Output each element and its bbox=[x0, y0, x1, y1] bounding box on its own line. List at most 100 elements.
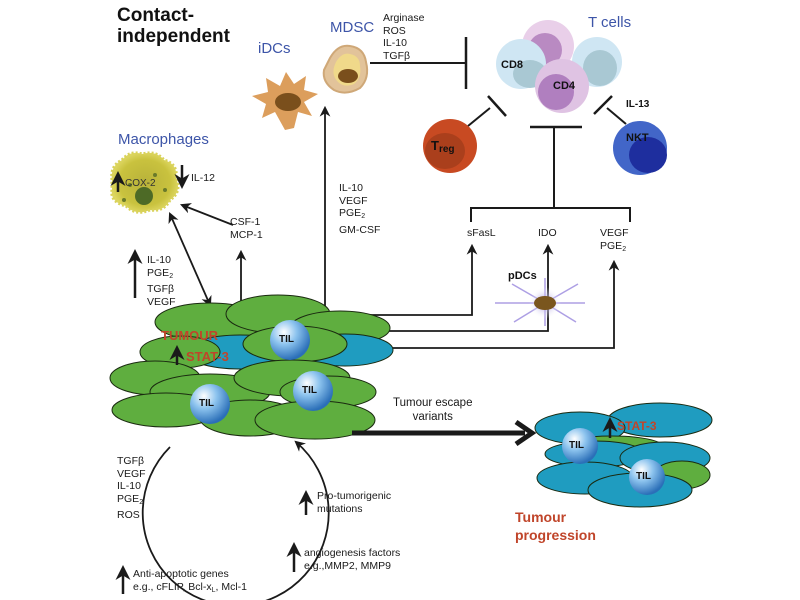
pro-tumorigenic-label: Pro-tumorigenic mutations bbox=[317, 490, 391, 515]
til-label: TIL bbox=[302, 385, 317, 396]
factor: GM-CSF bbox=[339, 223, 381, 236]
til-cell bbox=[190, 384, 230, 424]
macrophages-label: Macrophages bbox=[118, 131, 209, 148]
factor: PGE2 bbox=[147, 267, 176, 284]
tumour-ido-arrow bbox=[370, 243, 554, 332]
factor-text: , Mcl-1 bbox=[215, 580, 248, 593]
factor: TGFβ bbox=[147, 283, 175, 295]
til-label: TIL bbox=[279, 334, 294, 345]
progression-label: Tumour progression bbox=[515, 508, 596, 544]
til-label: TIL bbox=[569, 440, 584, 451]
mdsc-label: MDSC bbox=[330, 19, 375, 36]
idc-cell bbox=[252, 72, 318, 130]
il12-label: IL-12 bbox=[191, 172, 215, 184]
factor: VEGF bbox=[147, 295, 176, 308]
pdcs-label: pDCs bbox=[508, 270, 537, 282]
til-cell bbox=[270, 320, 310, 360]
treg-sub: reg bbox=[438, 144, 455, 155]
factor: CSF-1 bbox=[230, 216, 261, 228]
subscript: 2 bbox=[622, 245, 627, 253]
t-cells-label: T cells bbox=[588, 14, 632, 31]
cd8-label: CD8 bbox=[501, 59, 524, 71]
nkt-label: NKT bbox=[626, 132, 649, 144]
pdc-cell bbox=[495, 278, 585, 326]
nkt-inhibition-line bbox=[606, 107, 627, 125]
central-bracket bbox=[470, 207, 631, 222]
mdsc-factors: Arginase ROS IL-10 TGFβ bbox=[383, 12, 424, 62]
factor: IL-10 bbox=[383, 37, 407, 49]
factor: TGFβ bbox=[383, 49, 411, 62]
tumour-label: TUMOUR bbox=[161, 328, 219, 343]
escape-label: Tumour escape variants bbox=[393, 396, 472, 424]
subscript: 2 bbox=[169, 272, 174, 280]
til-label: TIL bbox=[199, 398, 214, 409]
progression-stat3-label: STAT-3 bbox=[617, 419, 657, 433]
csf-arrow bbox=[179, 203, 234, 226]
treg-cell bbox=[423, 119, 477, 173]
til-cell bbox=[629, 459, 665, 495]
factor-text: PGE bbox=[339, 207, 362, 219]
escape-line: Tumour escape bbox=[393, 397, 473, 409]
nkt-cell bbox=[613, 121, 667, 175]
anti-apoptotic-label: Anti-apoptotic genes e.g., cFLIP, Bcl-xL… bbox=[133, 568, 247, 597]
csf-mcp-label: CSF-1 MCP-1 bbox=[230, 216, 263, 241]
subscript: L bbox=[211, 586, 216, 594]
factor: angiogenesis factors bbox=[304, 547, 401, 559]
feedback-loop-arrow bbox=[141, 440, 330, 600]
t-cell-cluster bbox=[496, 20, 622, 113]
ido-label: IDO bbox=[538, 227, 557, 239]
tumour-sfasl-arrow bbox=[348, 243, 478, 316]
factor: MCP-1 bbox=[230, 228, 263, 241]
progression-line: Tumour bbox=[515, 509, 567, 525]
til-cell bbox=[293, 371, 333, 411]
angiogenesis-label: angiogenesis factors e.g.,MMP2, MMP9 bbox=[304, 547, 400, 572]
treg-label: Treg bbox=[431, 138, 455, 155]
mdsc-cell bbox=[322, 44, 369, 94]
factor: IL-10 bbox=[147, 254, 171, 266]
factor: IL-10 bbox=[117, 480, 141, 492]
factor: e.g.,MMP2, MMP9 bbox=[304, 559, 391, 572]
escape-arrowhead-icon bbox=[514, 419, 537, 447]
factor: PGE2 bbox=[339, 207, 380, 224]
factor: mutations bbox=[317, 502, 363, 515]
treg-inhibition-line bbox=[467, 107, 491, 127]
til-label: TIL bbox=[636, 471, 651, 482]
macrophage-tumour-arrow bbox=[168, 212, 212, 307]
cd4-label: CD4 bbox=[553, 80, 576, 92]
idcs-label: iDCs bbox=[258, 40, 291, 57]
escape-line: variants bbox=[412, 411, 453, 423]
factor: VEGF bbox=[600, 227, 629, 239]
tumour-vegf-arrow bbox=[385, 259, 620, 349]
macro-up-factors: IL-10 PGE2 TGFβ VEGF bbox=[147, 254, 176, 308]
sfasl-label: sFasL bbox=[467, 227, 496, 239]
main-tumour bbox=[109, 294, 394, 440]
progression-line: progression bbox=[515, 527, 596, 543]
factor: ROS bbox=[383, 24, 406, 37]
stat3-label: STAT-3 bbox=[186, 349, 229, 364]
factor: VEGF bbox=[339, 194, 368, 207]
til-cell bbox=[562, 428, 598, 464]
factor-text: PGE bbox=[600, 239, 623, 252]
title-line: independent bbox=[117, 26, 230, 47]
subscript: 2 bbox=[361, 213, 366, 220]
title-line: Contact- bbox=[117, 5, 195, 26]
cox2-label: COX-2 bbox=[125, 178, 156, 189]
factor: IL-10 bbox=[339, 182, 363, 194]
factor: e.g., cFLIP, Bcl-xL, Mcl-1 bbox=[133, 581, 247, 598]
treg-t: T bbox=[431, 138, 439, 153]
tumour-to-mdsc-factors: IL-10 VEGF PGE2 GM-CSF bbox=[339, 182, 380, 236]
factor-text: e.g., cFLIP, Bcl-x bbox=[133, 580, 212, 593]
factor: VEGF bbox=[117, 467, 146, 480]
loop-factors: TGFβ VEGF IL-10 PGE2 ROS bbox=[117, 455, 146, 522]
subscript: 2 bbox=[139, 498, 144, 506]
vegf-pge-label: VEGF PGE2 bbox=[600, 227, 629, 256]
factor-text: PGE bbox=[147, 266, 170, 279]
factor-text: PGE bbox=[117, 492, 140, 505]
factor: ROS bbox=[117, 509, 140, 521]
macrophage-cell bbox=[110, 151, 180, 214]
factor: PGE2 bbox=[600, 240, 629, 257]
diagram-title: Contact- independent bbox=[117, 5, 230, 47]
factor: Pro-tumorigenic bbox=[317, 490, 392, 502]
treg-inhibition-bar bbox=[487, 95, 507, 117]
